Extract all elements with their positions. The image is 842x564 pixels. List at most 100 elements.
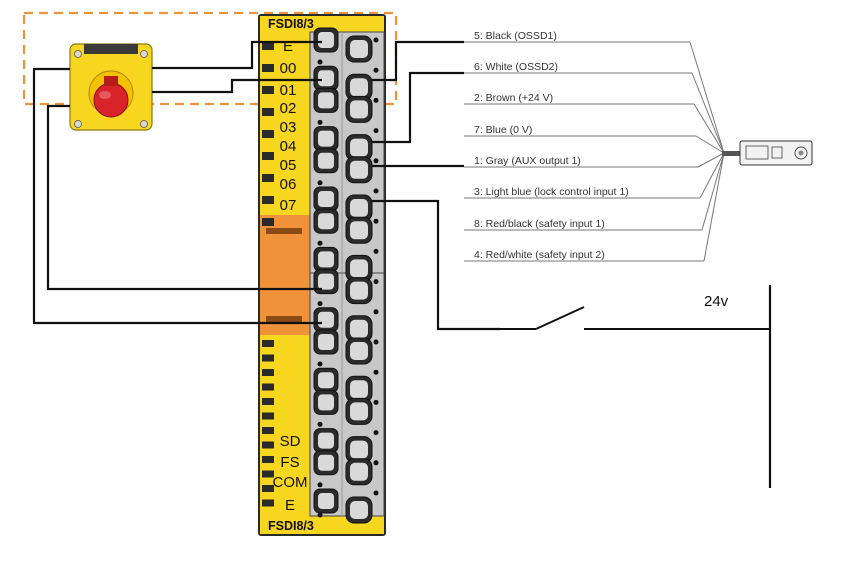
- terminal-dot: [317, 361, 323, 367]
- sensor-wire-label: 7: Blue (0 V): [474, 124, 532, 136]
- channel-label: E: [285, 497, 295, 514]
- terminal-screw-face: [318, 273, 334, 290]
- terminal-dot: [317, 240, 323, 246]
- channel-label: 06: [280, 176, 297, 193]
- sensor-wire-label: 4: Red/white (safety input 2): [474, 249, 605, 261]
- terminal-dot: [373, 430, 379, 436]
- channel-tab: [262, 196, 274, 204]
- terminal-screw-face: [318, 493, 334, 509]
- terminal-screw-face: [350, 402, 368, 421]
- terminal-dot: [317, 482, 323, 488]
- sensor-wire-label: 6: White (OSSD2): [474, 61, 558, 73]
- channel-label: 03: [280, 119, 297, 136]
- terminal-screw-face: [318, 311, 334, 328]
- terminal-dot: [317, 421, 323, 427]
- terminal-dot: [317, 59, 323, 65]
- terminal-screw-face: [318, 191, 334, 207]
- channel-tab: [262, 485, 274, 492]
- terminal-screw-face: [350, 281, 368, 300]
- channel-tab: [262, 108, 274, 116]
- wire-to-sensor: [703, 152, 725, 262]
- sensor-wire-label: 8: Red/black (safety input 1): [474, 218, 605, 230]
- channel-tab: [262, 412, 274, 420]
- channel-tab: [262, 174, 274, 182]
- channel-label: 07: [280, 197, 297, 214]
- terminal-screw-face: [350, 138, 368, 157]
- terminal-screw-face: [318, 394, 334, 411]
- terminal-screw-face: [350, 342, 368, 360]
- terminal-screw-face: [350, 100, 368, 119]
- terminal-dot: [373, 460, 379, 466]
- sensor-wire-label: 2: Brown (+24 V): [474, 92, 553, 104]
- channel-tab: [262, 354, 274, 362]
- terminal-screw-face: [318, 334, 334, 350]
- channel-tab: [262, 152, 274, 160]
- channel-tab: [262, 499, 274, 507]
- module-title-top: FSDI8/3: [268, 17, 314, 31]
- terminal-screw-face: [318, 32, 334, 48]
- channel-tab: [262, 441, 274, 449]
- wire-to-sensor: [691, 72, 725, 154]
- channel-tab: [262, 383, 274, 391]
- channel-tab: [262, 456, 274, 463]
- terminal-dot: [317, 301, 323, 307]
- terminal-dot: [373, 248, 379, 254]
- wire-to-sensor: [697, 152, 725, 168]
- terminal-screw-face: [318, 130, 334, 147]
- terminal-dot: [373, 128, 379, 134]
- wire-to-sensor: [689, 41, 725, 154]
- terminal-screw-face: [318, 92, 334, 109]
- terminal-screw-face: [318, 213, 334, 230]
- terminal-dot: [373, 399, 379, 405]
- terminal-screw-face: [318, 152, 334, 169]
- terminal-screw-face: [350, 78, 368, 97]
- module-to-sensor-wires: [372, 40, 500, 331]
- terminal-screw-face: [350, 440, 368, 459]
- terminal-dot: [373, 37, 379, 43]
- switch: [486, 285, 772, 488]
- channel-label: 04: [280, 138, 297, 155]
- sensor-wire-label: 5: Black (OSSD1): [474, 30, 557, 42]
- channel-label: 02: [280, 100, 297, 117]
- highlight-box: [22, 11, 398, 106]
- channel-tab: [262, 86, 274, 94]
- terminal-dot: [373, 97, 379, 103]
- wire-to-sensor: [701, 152, 725, 231]
- channel-tab: [262, 398, 274, 405]
- terminal-dot: [373, 369, 379, 375]
- channel-label: 05: [280, 157, 297, 174]
- channel-label: COM: [273, 474, 308, 491]
- emergency-stop-button: [69, 43, 153, 131]
- wire-to-sensor: [695, 135, 725, 154]
- estop-wires: [32, 40, 322, 325]
- module-title-bottom: FSDI8/3: [268, 519, 314, 533]
- sensor-wire-lines: [464, 41, 725, 262]
- terminal-screw-face: [318, 454, 334, 471]
- terminal-screw-face: [350, 199, 368, 217]
- terminal-dot: [317, 512, 323, 518]
- terminal-screw-face: [350, 221, 368, 240]
- channel-tab: [262, 470, 274, 478]
- terminal-dot: [373, 339, 379, 345]
- terminal-dot: [373, 309, 379, 315]
- channel-label: SD: [280, 433, 301, 450]
- channel-tab: [262, 369, 274, 376]
- terminal-dot: [373, 67, 379, 73]
- terminal-screw-face: [350, 319, 368, 338]
- terminal-screw-face: [350, 462, 368, 481]
- channel-tab: [262, 130, 274, 138]
- terminal-screw-face: [318, 70, 334, 87]
- wire-to-sensor: [693, 103, 725, 154]
- channel-tab: [262, 64, 274, 72]
- terminal-screw-face: [350, 160, 368, 179]
- channel-tab: [262, 218, 274, 226]
- sensor-wire-label: 1: Gray (AUX output 1): [474, 155, 581, 167]
- channel-tab: [262, 427, 274, 434]
- terminal-screw-face: [318, 372, 334, 389]
- terminal-dot: [373, 490, 379, 496]
- channel-tab: [262, 340, 274, 347]
- terminal-screw-face: [350, 380, 368, 399]
- channel-label: FS: [280, 454, 299, 471]
- terminal-screw-face: [318, 251, 334, 268]
